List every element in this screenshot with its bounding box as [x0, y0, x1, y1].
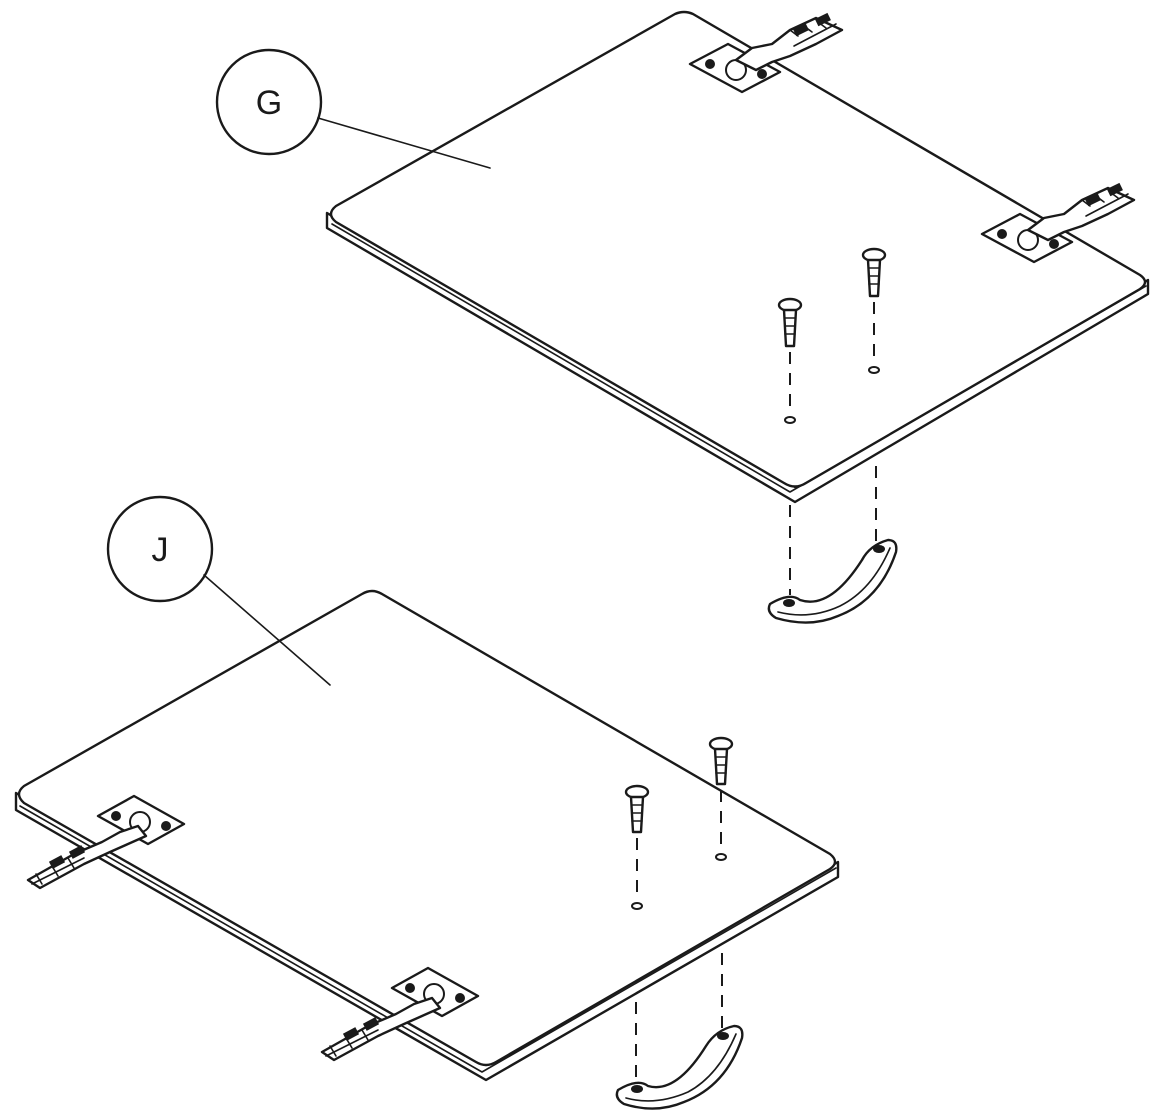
- door-panel-g: [325, 10, 1150, 504]
- screw-icon: [861, 247, 887, 374]
- screw-icon: [777, 297, 803, 424]
- screw-icon: [624, 784, 650, 910]
- callout-g-label: G: [256, 84, 282, 122]
- door-panel-j: [14, 589, 840, 1082]
- handle-icon: [615, 1024, 744, 1110]
- handle-icon: [767, 538, 898, 624]
- hinge-icon: [688, 12, 844, 94]
- callout-j: J: [106, 495, 331, 686]
- callout-j-label: J: [152, 531, 169, 569]
- hinge-icon: [320, 966, 480, 1062]
- door-j-face: [17, 589, 837, 1067]
- hinge-icon: [980, 182, 1136, 264]
- screw-icon: [708, 736, 734, 861]
- callout-g: G: [215, 48, 491, 169]
- door-g-edge-line: [331, 223, 1147, 493]
- door-j-edge-line: [19, 805, 837, 1073]
- hinge-icon: [26, 794, 186, 890]
